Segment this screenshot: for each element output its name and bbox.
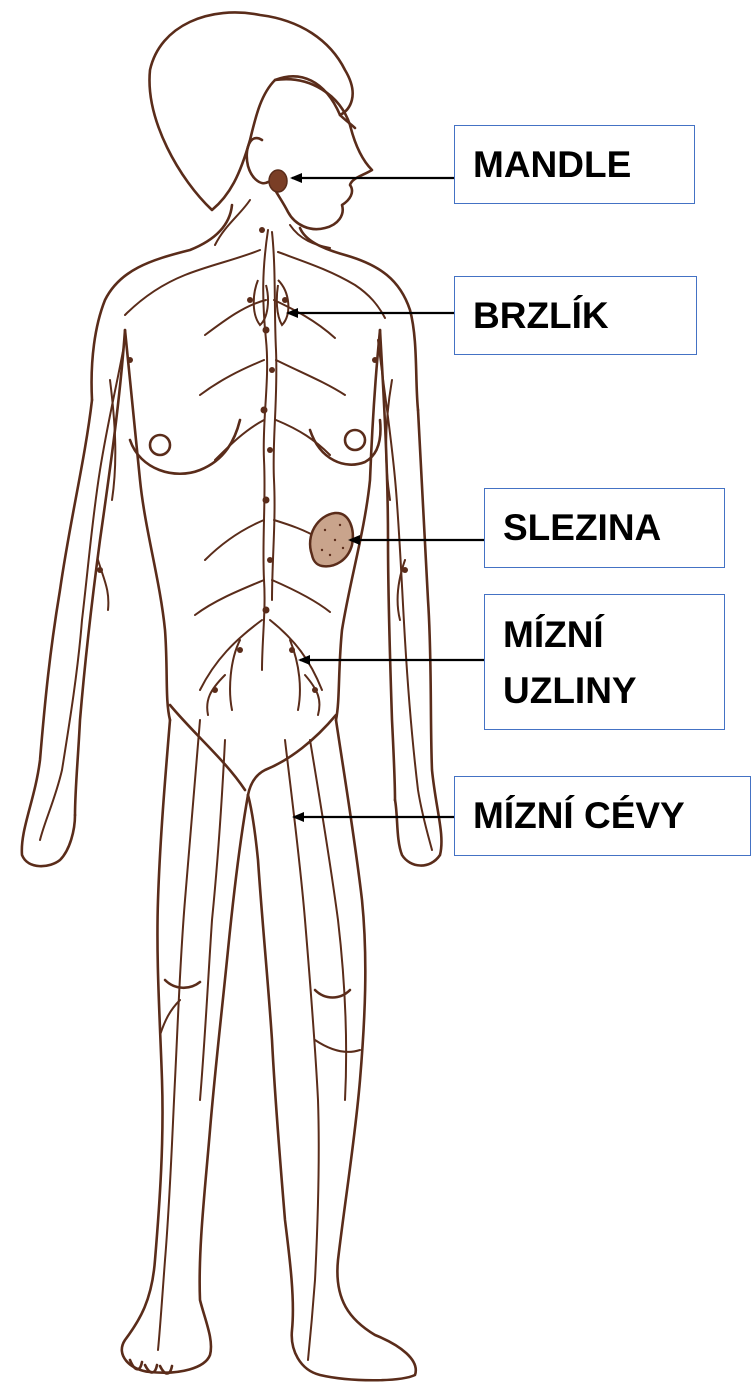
left-leg [122, 720, 248, 1373]
neck-shoulder-right [300, 228, 418, 410]
label-brzlik-text: BRZLÍK [473, 291, 696, 341]
right-leg [248, 720, 416, 1380]
label-mizni-uzliny-line1: MÍZNÍ [503, 607, 724, 663]
torso-left [125, 330, 170, 720]
label-mizni-cevy-text: MÍZNÍ CÉVY [473, 791, 750, 841]
ear [247, 138, 268, 183]
left-breast [130, 420, 240, 474]
lymph-vessels [40, 200, 432, 1360]
hair [150, 12, 353, 210]
label-mizni-cevy: MÍZNÍ CÉVY [454, 776, 751, 856]
label-mizni-uzliny: MÍZNÍ UZLINY [484, 594, 725, 730]
label-mandle-text: MANDLE [473, 140, 694, 190]
body-outline [22, 12, 442, 1380]
tonsil [269, 170, 287, 192]
label-slezina-text: SLEZINA [503, 503, 724, 553]
face [270, 79, 372, 229]
label-slezina: SLEZINA [484, 488, 725, 568]
label-mandle: MANDLE [454, 125, 695, 204]
label-brzlik: BRZLÍK [454, 276, 697, 355]
neck-shoulder-left [92, 205, 232, 400]
spleen [310, 513, 353, 566]
label-mizni-uzliny-line2: UZLINY [503, 663, 724, 719]
